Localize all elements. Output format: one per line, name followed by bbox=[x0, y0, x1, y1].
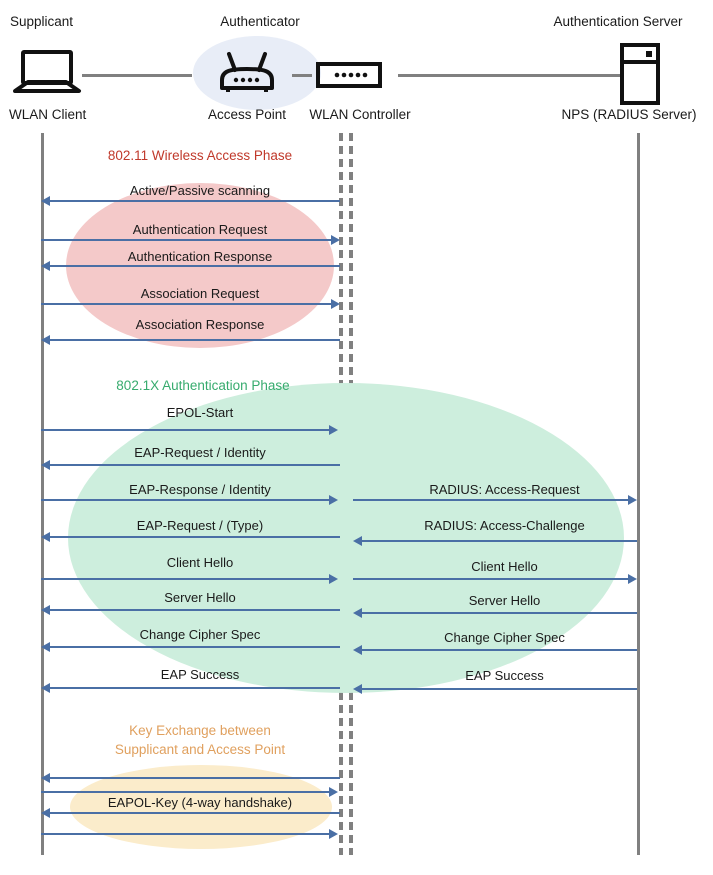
arrow-head-right-icon bbox=[628, 574, 637, 584]
wire-ap-to-controller bbox=[292, 74, 312, 77]
laptop-icon bbox=[12, 50, 82, 99]
arrow-head-left-icon bbox=[41, 460, 50, 470]
phase-title-wireless-access: 802.11 Wireless Access Phase bbox=[107, 148, 293, 163]
message-label-server-hello-right: Server Hello bbox=[468, 593, 541, 608]
message-label-authentication-request: Authentication Request bbox=[132, 222, 268, 237]
phase-title-dot1x-authentication: 802.1X Authentication Phase bbox=[116, 378, 290, 393]
message-label-association-request: Association Request bbox=[140, 286, 260, 301]
arrow-head-left-icon bbox=[41, 642, 50, 652]
message-arrow-line bbox=[360, 612, 637, 614]
message-arrow-line bbox=[48, 687, 340, 689]
arrow-head-right-icon bbox=[628, 495, 637, 505]
arrow-head-left-icon bbox=[353, 684, 362, 694]
arrow-head-right-icon bbox=[329, 425, 338, 435]
message-arrow-line bbox=[41, 578, 331, 580]
actor-label-access-point: Access Point bbox=[207, 107, 287, 122]
message-label-client-hello-left: Client Hello bbox=[166, 555, 234, 570]
arrow-head-right-icon bbox=[331, 235, 340, 245]
arrow-head-left-icon bbox=[41, 808, 50, 818]
actor-role-authenticator: Authenticator bbox=[220, 14, 300, 29]
message-arrow-line bbox=[41, 239, 333, 241]
message-label-server-hello-left: Server Hello bbox=[164, 590, 236, 605]
arrow-head-right-icon bbox=[329, 495, 338, 505]
phase-blob-dot1x-authentication bbox=[68, 383, 624, 693]
arrow-head-left-icon bbox=[41, 532, 50, 542]
message-label-radius-access-challenge: RADIUS: Access-Challenge bbox=[424, 518, 585, 533]
message-label-client-hello-right: Client Hello bbox=[471, 559, 538, 574]
message-arrow-line bbox=[41, 833, 331, 835]
actor-role-authentication-server: Authentication Server bbox=[553, 14, 683, 29]
actor-label-wlan-client: WLAN Client bbox=[9, 107, 87, 122]
arrow-head-right-icon bbox=[329, 787, 338, 797]
wire-client-to-ap bbox=[82, 74, 192, 77]
phase-blob-key-exchange bbox=[70, 765, 332, 849]
arrow-head-right-icon bbox=[331, 299, 340, 309]
message-label-authentication-response: Authentication Response bbox=[127, 249, 273, 264]
phase-title-key-exchange-line2: Supplicant and Access Point bbox=[114, 742, 286, 757]
arrow-head-right-icon bbox=[329, 829, 338, 839]
arrow-head-left-icon bbox=[41, 683, 50, 693]
message-label-eapol-key-4-way-handshake: EAPOL-Key (4-way handshake) bbox=[107, 795, 293, 810]
message-arrow-line bbox=[48, 646, 340, 648]
message-arrow-line bbox=[48, 265, 340, 267]
actor-label-nps-radius-server: NPS (RADIUS Server) bbox=[561, 107, 697, 122]
arrow-head-left-icon bbox=[41, 773, 50, 783]
message-arrow-line bbox=[353, 578, 628, 580]
message-label-active-passive-scanning: Active/Passive scanning bbox=[129, 183, 271, 198]
message-arrow-line bbox=[48, 812, 340, 814]
message-arrow-line bbox=[48, 200, 340, 202]
wire-controller-to-server bbox=[398, 74, 620, 77]
message-label-eap-request-identity: EAP-Request / Identity bbox=[134, 445, 266, 460]
message-arrow-line bbox=[360, 540, 637, 542]
message-arrow-line bbox=[48, 464, 340, 466]
arrow-head-left-icon bbox=[41, 196, 50, 206]
message-arrow-line bbox=[48, 609, 340, 611]
arrow-head-left-icon bbox=[41, 605, 50, 615]
message-label-epol-start: EPOL-Start bbox=[166, 405, 234, 420]
message-label-eap-response-identity: EAP-Response / Identity bbox=[129, 482, 271, 497]
message-arrow-line bbox=[48, 339, 340, 341]
message-arrow-line bbox=[41, 429, 331, 431]
arrow-head-left-icon bbox=[353, 536, 362, 546]
access-point-icon bbox=[216, 50, 278, 101]
message-label-change-cipher-spec-right: Change Cipher Spec bbox=[444, 630, 565, 645]
message-label-eap-success-right: EAP Success bbox=[465, 668, 544, 683]
arrow-head-left-icon bbox=[41, 261, 50, 271]
arrow-head-left-icon bbox=[353, 645, 362, 655]
lifeline-authentication-server bbox=[637, 133, 640, 855]
message-label-association-response: Association Response bbox=[135, 317, 265, 332]
message-arrow-line bbox=[353, 499, 628, 501]
message-arrow-line bbox=[41, 499, 331, 501]
phase-title-key-exchange-line1: Key Exchange between bbox=[129, 723, 271, 738]
message-arrow-line bbox=[360, 649, 637, 651]
server-icon bbox=[619, 43, 661, 110]
arrow-head-left-icon bbox=[41, 335, 50, 345]
actor-label-wlan-controller: WLAN Controller bbox=[309, 107, 411, 122]
message-label-change-cipher-spec-left: Change Cipher Spec bbox=[139, 627, 261, 642]
message-arrow-line bbox=[41, 791, 331, 793]
authenticator-highlight-ellipse bbox=[193, 36, 321, 110]
message-label-eap-success-left: EAP Success bbox=[160, 667, 240, 682]
message-label-eap-request-type: EAP-Request / (Type) bbox=[136, 518, 264, 533]
actor-role-supplicant: Supplicant bbox=[10, 14, 74, 29]
message-arrow-line bbox=[48, 536, 340, 538]
message-label-radius-access-request: RADIUS: Access-Request bbox=[429, 482, 580, 497]
message-arrow-line bbox=[48, 777, 340, 779]
arrow-head-right-icon bbox=[329, 574, 338, 584]
lifeline-supplicant bbox=[41, 133, 44, 855]
arrow-head-left-icon bbox=[353, 608, 362, 618]
wlan-controller-icon bbox=[316, 62, 382, 93]
message-arrow-line bbox=[41, 303, 333, 305]
message-arrow-line bbox=[360, 688, 637, 690]
